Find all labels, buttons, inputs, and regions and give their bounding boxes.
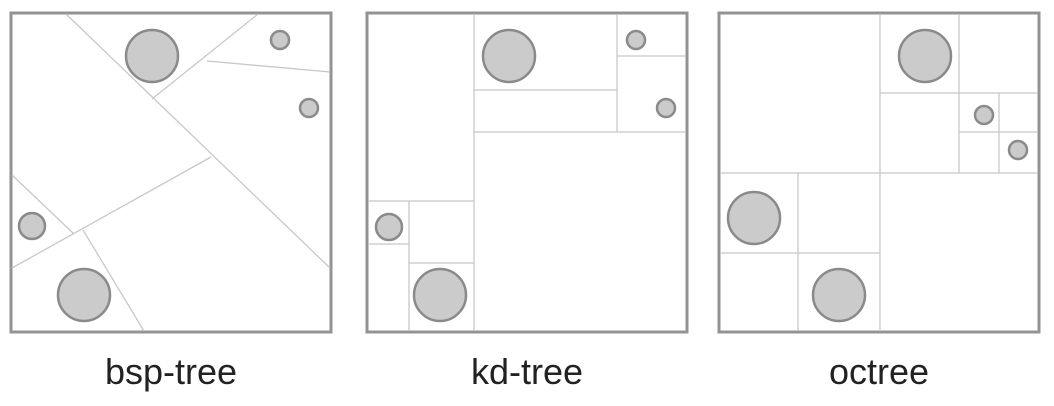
large-sphere — [56, 267, 112, 323]
kd-tree-panel — [365, 11, 689, 334]
small-sphere — [298, 97, 320, 119]
large-sphere — [897, 28, 953, 84]
bsp-split-line — [151, 13, 259, 100]
large-sphere — [481, 28, 537, 84]
octree-panel — [717, 11, 1041, 334]
large-sphere — [811, 267, 867, 323]
small-sphere — [1007, 139, 1029, 161]
bsp-split-line — [11, 174, 75, 235]
bsp-split-line — [206, 60, 331, 73]
octree-caption: octree — [828, 351, 930, 392]
small-sphere — [625, 29, 647, 51]
small-sphere — [269, 29, 291, 51]
medium-sphere — [17, 211, 47, 241]
small-sphere — [655, 97, 677, 119]
small-sphere — [973, 104, 995, 126]
bsp-split-line — [11, 156, 212, 269]
bsp-tree-caption: bsp-tree — [104, 351, 238, 392]
medium-sphere — [374, 212, 404, 242]
kd-tree-caption: kd-tree — [470, 351, 584, 392]
large-sphere — [412, 267, 468, 323]
bsp-split-line — [65, 13, 331, 269]
bsp-split-line — [82, 229, 145, 332]
large-sphere — [124, 28, 180, 84]
large-sphere — [726, 190, 782, 246]
bsp-tree-panel — [9, 11, 333, 334]
